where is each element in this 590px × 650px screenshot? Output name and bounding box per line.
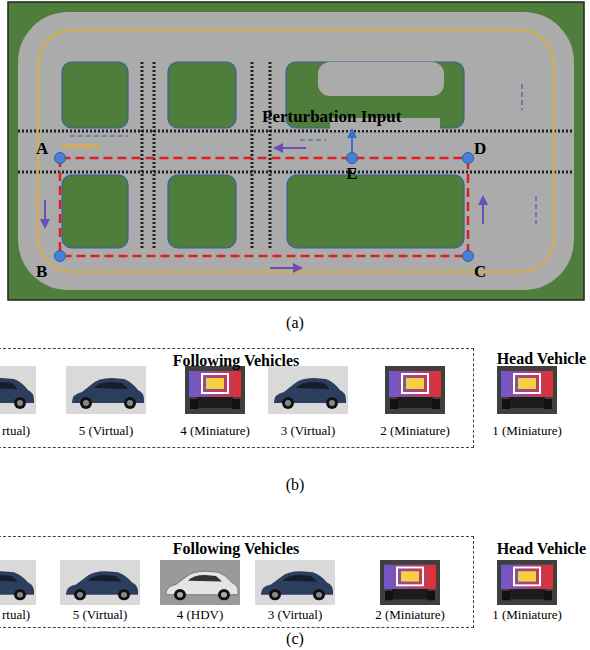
crosswalk-lines bbox=[18, 62, 574, 250]
vehicle-caption: 1 (Miniature) bbox=[492, 608, 562, 623]
vehicle-caption: 5 (Virtual) bbox=[79, 424, 133, 439]
lane-marks bbox=[70, 84, 536, 224]
vehicle-caption: 3 (Virtual) bbox=[268, 608, 322, 623]
point-label: C bbox=[474, 262, 486, 282]
group-heading: Head Vehicle bbox=[497, 540, 586, 558]
group-heading: Head Vehicle bbox=[497, 350, 586, 368]
vehicle-caption: 4 (HDV) bbox=[177, 608, 224, 623]
vehicle-caption: 5 (Virtual) bbox=[73, 608, 127, 623]
lane-line bbox=[38, 30, 554, 272]
point-label: B bbox=[36, 262, 47, 282]
road-notch bbox=[318, 62, 444, 96]
vehicle-caption: rtual) bbox=[2, 424, 30, 439]
direction-arrows bbox=[45, 148, 483, 268]
panel-label: (c) bbox=[286, 630, 304, 648]
route bbox=[60, 158, 468, 256]
vehicle-caption: 1 (Miniature) bbox=[492, 424, 562, 439]
vehicle-caption: rtual) bbox=[2, 608, 30, 623]
annotation: Perturbation Input bbox=[262, 107, 401, 127]
group-heading: Following Vehicles bbox=[0, 537, 473, 558]
vehicle-caption: 2 (Miniature) bbox=[375, 608, 445, 623]
perturbation-arrow bbox=[351, 133, 353, 152]
road bbox=[18, 12, 574, 290]
point-label: E bbox=[346, 164, 357, 184]
group-heading: Following Vehicles bbox=[0, 349, 473, 370]
lane-line bbox=[62, 145, 100, 147]
point-label: D bbox=[474, 139, 486, 159]
point-label: A bbox=[36, 139, 48, 159]
vehicle-caption: 2 (Miniature) bbox=[380, 424, 450, 439]
panel-label: (b) bbox=[286, 476, 305, 494]
vehicle-caption: 3 (Virtual) bbox=[281, 424, 335, 439]
waypoints bbox=[55, 153, 474, 262]
panel-label: (a) bbox=[286, 314, 304, 332]
map-frame bbox=[8, 2, 584, 300]
city-blocks bbox=[62, 62, 464, 248]
vehicle-caption: 4 (Miniature) bbox=[180, 424, 250, 439]
